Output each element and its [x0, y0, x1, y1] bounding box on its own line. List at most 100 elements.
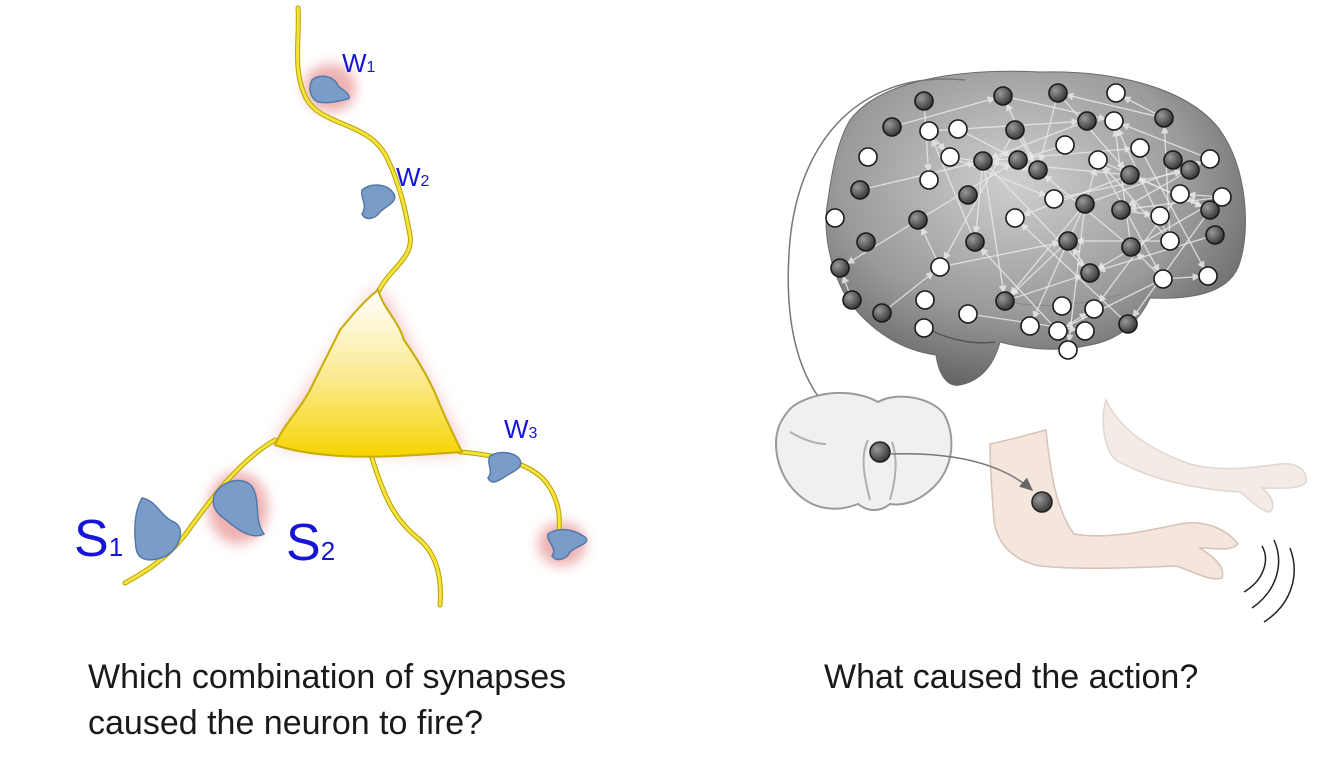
network-link [1064, 278, 1164, 328]
active-neuron [1120, 165, 1140, 185]
network-link [1065, 92, 1165, 119]
network-link [1065, 203, 1086, 343]
synapse-w3 [487, 451, 522, 483]
inactive-neuron [930, 257, 950, 277]
active-neuron [1111, 200, 1131, 220]
active-neuron [850, 180, 870, 200]
inactive-neuron [919, 121, 939, 141]
dendrites [122, 5, 562, 608]
inactive-neuron [958, 304, 978, 324]
network-link [1004, 274, 1083, 302]
inactive-neuron [1020, 316, 1040, 336]
network-link [1121, 123, 1211, 160]
active-neuron [882, 117, 902, 137]
spinal-cord-section [775, 392, 953, 511]
network-link [1057, 92, 1125, 170]
label-w3: W3 [504, 414, 538, 444]
inactive-neuron [915, 290, 935, 310]
inactive-neuron [1170, 184, 1190, 204]
network-link [1160, 125, 1171, 242]
network-link [1097, 234, 1216, 273]
network-link [972, 160, 984, 235]
active-neuron [1121, 237, 1141, 257]
neuron-question-caption: Which combination of synapses caused the… [88, 654, 566, 746]
active-neuron [872, 303, 892, 323]
active-neuron [1028, 160, 1048, 180]
inactive-neuron [1052, 296, 1072, 316]
synapses [134, 75, 588, 561]
label-s1: S1 [74, 510, 123, 568]
inactive-neuron [1198, 266, 1218, 286]
inactive-neuron [919, 170, 939, 190]
brain-action-diagram [775, 70, 1307, 623]
active-neuron [1080, 263, 1100, 283]
active-neuron [1075, 194, 1095, 214]
inactive-neuron [1075, 321, 1095, 341]
network-link [881, 271, 934, 314]
network-link [1112, 128, 1132, 248]
active-neuron [830, 258, 850, 278]
network-link [1132, 209, 1211, 318]
label-w1: W1 [342, 48, 376, 78]
inactive-neuron [948, 119, 968, 139]
arm-resting [1102, 397, 1307, 513]
synapse-s2 [212, 479, 266, 537]
active-neuron [1048, 83, 1068, 103]
label-w2: W2 [396, 162, 430, 192]
inactive-neuron [940, 147, 960, 167]
active-neuron [958, 185, 978, 205]
active-neuron [1163, 150, 1183, 170]
inactive-neuron [1088, 150, 1108, 170]
synapse-w1 [309, 75, 350, 104]
active-neuron [1118, 314, 1138, 334]
network-link [1103, 165, 1171, 242]
spinal-neuron [869, 441, 891, 463]
network-link [891, 96, 996, 128]
inactive-neuron [1160, 231, 1180, 251]
active-neuron [1005, 120, 1025, 140]
network-link [1139, 147, 1205, 270]
inactive-neuron [1106, 83, 1126, 103]
synapse-extra [547, 528, 588, 561]
inactive-neuron [825, 208, 845, 228]
inactive-neuron [1048, 321, 1068, 341]
caption-line-1: Which combination of synapses [88, 658, 567, 696]
inactive-neuron [1044, 189, 1064, 209]
network-link [859, 160, 976, 191]
active-neuron [965, 232, 985, 252]
inactive-neuron [858, 147, 878, 167]
inactive-neuron [1058, 340, 1078, 360]
active-neuron [1154, 108, 1174, 128]
neuron-soma [273, 288, 464, 458]
active-neuron [1200, 200, 1220, 220]
activity-glows [208, 64, 586, 566]
synapse-s1 [134, 497, 182, 561]
brain-action-panel: What caused the action? [664, 0, 1329, 781]
neuron-diagram-panel: W1 W2 W3 S1 S2 Which combination of syna… [0, 0, 664, 781]
network-link [980, 247, 1059, 332]
inactive-neuron [914, 318, 934, 338]
network-link [1038, 92, 1059, 163]
active-neuron [1180, 160, 1200, 180]
spinal-to-arm-arrow [889, 453, 1034, 491]
inactive-neuron [1104, 111, 1124, 131]
arm-moving [989, 429, 1239, 580]
network-link [939, 240, 1061, 268]
active-neuron [1058, 231, 1078, 251]
network-link [1032, 203, 1086, 319]
synapse-w2 [360, 184, 396, 220]
brain-to-spinal-arrow [787, 78, 966, 437]
network-link [1020, 223, 1129, 325]
network-link [1022, 174, 1131, 217]
inactive-neuron [1150, 206, 1170, 226]
active-neuron [914, 91, 934, 111]
inactive-neuron [1055, 135, 1075, 155]
active-neuron [973, 151, 993, 171]
active-neuron [995, 291, 1015, 311]
label-s2: S2 [286, 514, 335, 572]
inactive-neuron [1153, 269, 1173, 289]
inactive-neuron [1005, 208, 1025, 228]
inactive-neuron [1212, 187, 1232, 207]
inactive-neuron [1200, 149, 1220, 169]
active-neuron [1008, 150, 1028, 170]
